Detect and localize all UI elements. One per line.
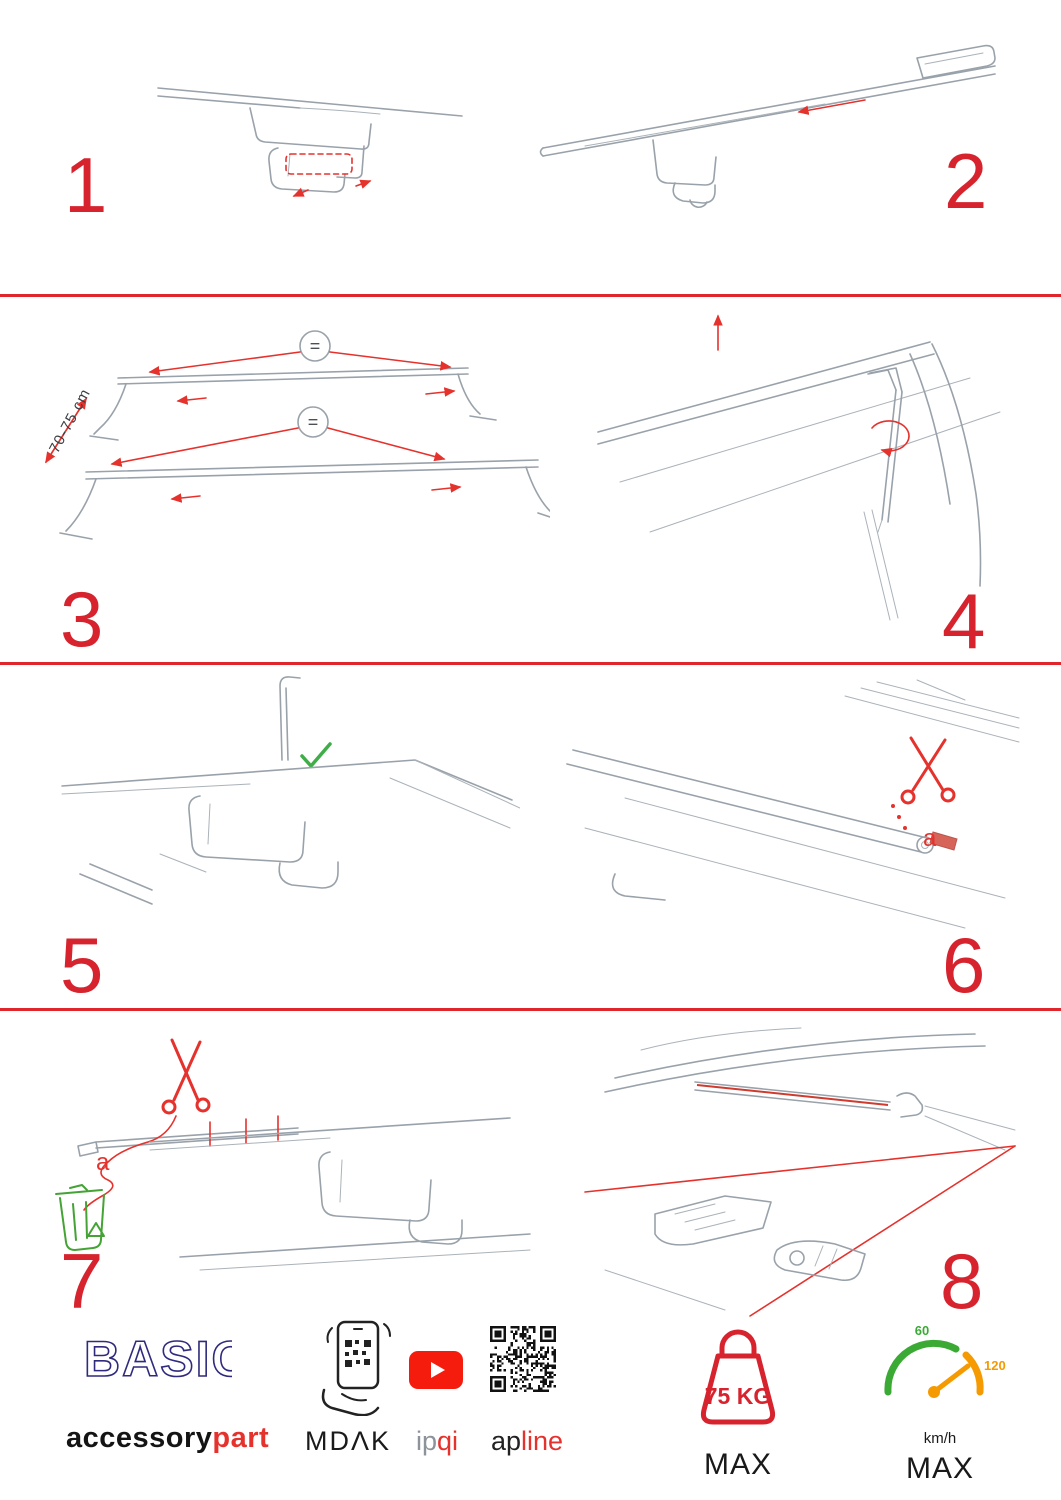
speed-max-label: MAX: [905, 1452, 974, 1485]
section-divider-2: [0, 662, 1061, 665]
tighten-rotation-arrow: [871, 420, 910, 458]
equal-symbol-front: =: [308, 412, 319, 432]
gauge-low-label: 60: [915, 1323, 929, 1338]
step-1-number: 1: [64, 141, 108, 229]
step-3-illustration: = =: [45, 330, 550, 540]
accessorypart-wordmark: accessorypart: [66, 1422, 269, 1455]
apline-wordmark: apline: [484, 1426, 570, 1457]
step-8-illustration: [584, 1027, 1016, 1317]
basic-logo: BASIC: [83, 1330, 232, 1388]
step-6-number: 6: [942, 921, 986, 1009]
step-2-number: 2: [944, 137, 988, 225]
gauge-needle: [931, 1363, 971, 1395]
weight-value: 75 KG: [705, 1383, 771, 1409]
step-1-illustration: [157, 87, 463, 197]
accessorypart-black: accessory: [66, 1422, 213, 1454]
qr-code: [490, 1326, 556, 1392]
apline-red: line: [521, 1426, 564, 1456]
speed-unit-label: km/h: [923, 1430, 957, 1447]
step-3-number: 3: [60, 575, 104, 663]
qr-scan-phone-icon: [321, 1320, 391, 1416]
weight-max-label: MAX: [703, 1448, 772, 1481]
callout-line-upper: [584, 1145, 1016, 1193]
scissors-icon: [161, 1038, 211, 1115]
gauge-high-label: 120: [984, 1358, 1006, 1373]
step-5-illustration: [61, 676, 520, 905]
accessorypart-red: part: [212, 1422, 270, 1454]
scissors-icon: [900, 736, 956, 805]
speed-limit-gauge-icon: 60 120: [884, 1323, 1006, 1398]
step-4-number: 4: [942, 577, 986, 665]
step-7-number: 7: [60, 1237, 104, 1325]
cut-part-label: a: [96, 1149, 110, 1176]
ipqi-wordmark: ipqi: [406, 1426, 468, 1457]
ipqi-gray: ip: [415, 1426, 437, 1456]
step-6-illustration: a: [566, 679, 1020, 929]
mdak-wordmark: MDΛK: [304, 1426, 392, 1456]
cut-part-label: a: [923, 825, 937, 852]
section-divider-3: [0, 1008, 1061, 1011]
step-8-number: 8: [940, 1237, 984, 1325]
checkmark-icon: [300, 742, 332, 768]
equal-badge-rear: [299, 330, 331, 362]
equal-symbol-rear: =: [310, 336, 321, 356]
step-7-illustration: a: [55, 1038, 531, 1271]
equal-badge-front: [297, 406, 329, 438]
step-4-illustration: [597, 314, 1001, 621]
excess-strip: [929, 831, 958, 851]
youtube-play-icon: [409, 1351, 463, 1389]
basic-logo-text: BASIC: [84, 1331, 232, 1387]
pad-highlight-box: [285, 153, 353, 175]
trash-recycle-icon: [55, 1184, 105, 1251]
apline-black: ap: [490, 1426, 521, 1456]
section-divider-1: [0, 294, 1061, 297]
step-5-number: 5: [60, 921, 104, 1009]
step-2-illustration: [539, 44, 996, 208]
callout-line-lower: [749, 1145, 1016, 1317]
weight-limit-icon: 75 KG: [700, 1329, 776, 1425]
slide-direction-arrow: [797, 99, 866, 116]
ipqi-red: qi: [437, 1426, 459, 1456]
